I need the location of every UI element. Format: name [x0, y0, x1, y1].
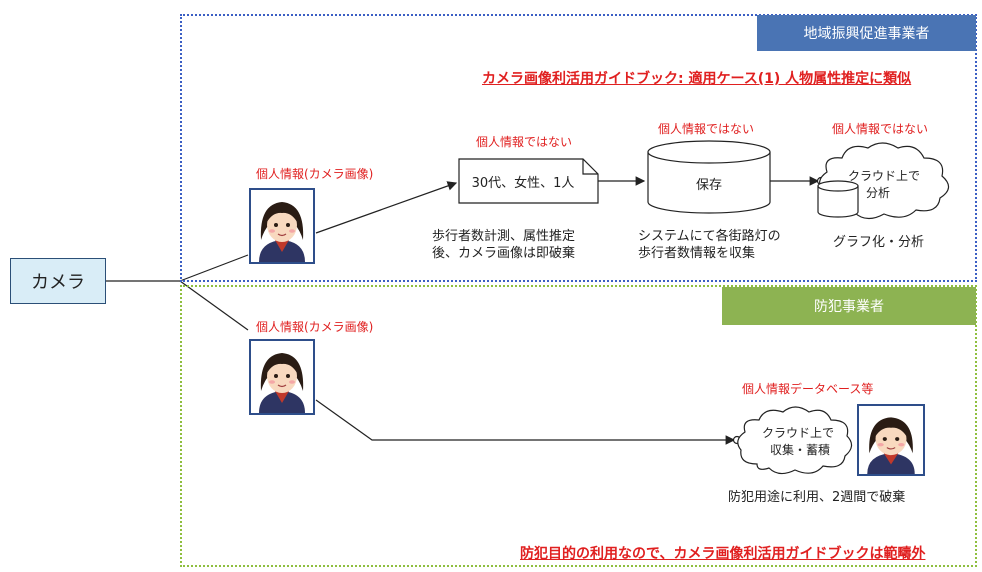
regional-promotion-header: 地域振興促進事業者	[757, 15, 976, 51]
bottom-person-image	[249, 339, 315, 415]
person-to-doc-arrow	[315, 181, 458, 234]
crime-prevention-region	[180, 285, 977, 567]
analysis-cloud-icon	[817, 142, 950, 220]
camera-to-bottom-line	[179, 280, 249, 331]
doc-caption-line-1: 歩行者数計測、属性推定	[432, 229, 576, 244]
bottom-out-of-scope-note: 防犯目的の利用なので、カメラ画像利活用ガイドブックは範疇外	[520, 546, 926, 562]
cloud-analysis-label-1: クラウド上で	[848, 169, 921, 183]
camera-box: カメラ	[10, 258, 106, 304]
camera-label: カメラ	[31, 272, 85, 293]
storage-database-icon	[647, 140, 771, 214]
doc-caption-line-2: 後、カメラ画像は即破棄	[432, 246, 576, 261]
stored-person-image	[857, 404, 925, 476]
top-case-title: カメラ画像利活用ガイドブック: 適用ケース(1) 人物属性推定に類似	[482, 71, 912, 87]
db-caption-line-2: 歩行者数情報を収集	[638, 246, 756, 261]
crime-prevention-header: 防犯事業者	[722, 287, 976, 325]
cloud-analysis-caption: グラフ化・分析	[833, 235, 925, 250]
cloud-analysis-label-2: 分析	[866, 186, 891, 200]
attribute-document-text: 30代、女性、1人	[471, 175, 575, 191]
top-camera-image-label: 個人情報(カメラ画像)	[256, 167, 374, 181]
regional-promotion-region	[180, 14, 977, 282]
collection-cloud-icon	[737, 406, 853, 475]
doc-not-personal-label: 個人情報ではない	[476, 135, 573, 149]
storage-label: 保存	[695, 177, 722, 193]
personal-database-label: 個人情報データベース等	[742, 382, 874, 396]
top-person-image	[249, 188, 315, 264]
cloud-not-personal-label: 個人情報ではない	[832, 122, 929, 136]
attribute-document-shape	[458, 158, 599, 204]
cloud-collection-label-2: 収集・蓄積	[770, 443, 831, 457]
db-not-personal-label: 個人情報ではない	[658, 122, 755, 136]
bottom-camera-image-label: 個人情報(カメラ画像)	[256, 320, 374, 334]
db-caption-line-1: システムにて各街路灯の	[638, 229, 781, 244]
bottom-flow-line	[315, 399, 736, 445]
cloud-collection-label-1: クラウド上で	[762, 426, 835, 440]
camera-to-top-line	[179, 254, 249, 282]
cloud-collection-caption: 防犯用途に利用、2週間で破棄	[728, 490, 906, 505]
